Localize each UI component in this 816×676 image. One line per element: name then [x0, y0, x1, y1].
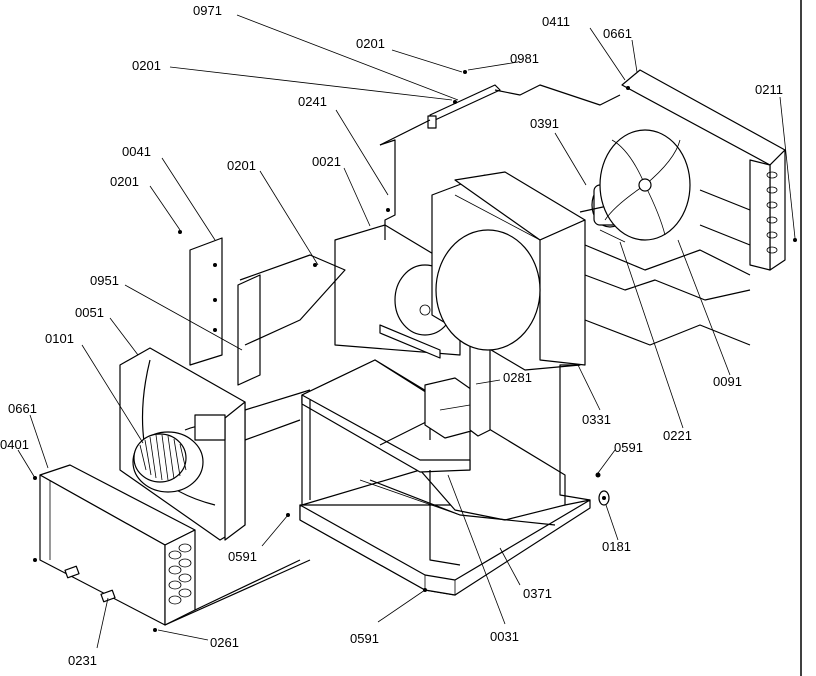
callout-0661-left: 0661 [8, 401, 37, 416]
callout-0971: 0971 [193, 3, 222, 18]
callout-0371: 0371 [523, 586, 552, 601]
callout-0201-center: 0201 [227, 158, 256, 173]
callout-0221: 0221 [663, 428, 692, 443]
callout-0391: 0391 [530, 116, 559, 131]
gasket-strip [237, 274, 261, 386]
callout-0951: 0951 [90, 273, 119, 288]
callout-0661-top: 0661 [603, 26, 632, 41]
callout-0281: 0281 [503, 370, 532, 385]
callout-0201-top: 0201 [356, 36, 385, 51]
callout-0231: 0231 [68, 653, 97, 668]
callout-0051: 0051 [75, 305, 104, 320]
center-housing [301, 359, 566, 566]
callout-0201-left: 0201 [132, 58, 161, 73]
callout-0181: 0181 [602, 539, 631, 554]
callout-0201-mid: 0201 [110, 174, 139, 189]
callout-0261: 0261 [210, 635, 239, 650]
condenser-coil [621, 69, 797, 271]
callout-0401: 0401 [0, 437, 29, 452]
callout-0211: 0211 [755, 82, 783, 97]
evaporator-coil [39, 464, 196, 626]
callout-0591-right: 0591 [614, 440, 643, 455]
callout-0021: 0021 [312, 154, 341, 169]
fan-shroud [431, 171, 586, 371]
top-rail [427, 70, 501, 129]
base-pan [299, 499, 591, 596]
callout-0591-bottom: 0591 [350, 631, 379, 646]
callout-labels: 0971 0201 0981 0201 0411 0661 0211 0241 … [0, 3, 783, 668]
condenser-fan [599, 129, 691, 241]
callout-0411: 0411 [542, 14, 570, 29]
leader-lines [17, 14, 796, 649]
callout-0041: 0041 [122, 144, 151, 159]
side-panel [189, 237, 223, 366]
callout-0981: 0981 [510, 51, 539, 66]
callout-0241: 0241 [298, 94, 327, 109]
blower-wheel [132, 431, 204, 493]
callout-0031: 0031 [490, 629, 519, 644]
callout-0101: 0101 [45, 331, 74, 346]
callout-0331: 0331 [582, 412, 611, 427]
callout-0091: 0091 [713, 374, 742, 389]
wire-outline [164, 84, 751, 626]
callout-0591-left: 0591 [228, 549, 257, 564]
